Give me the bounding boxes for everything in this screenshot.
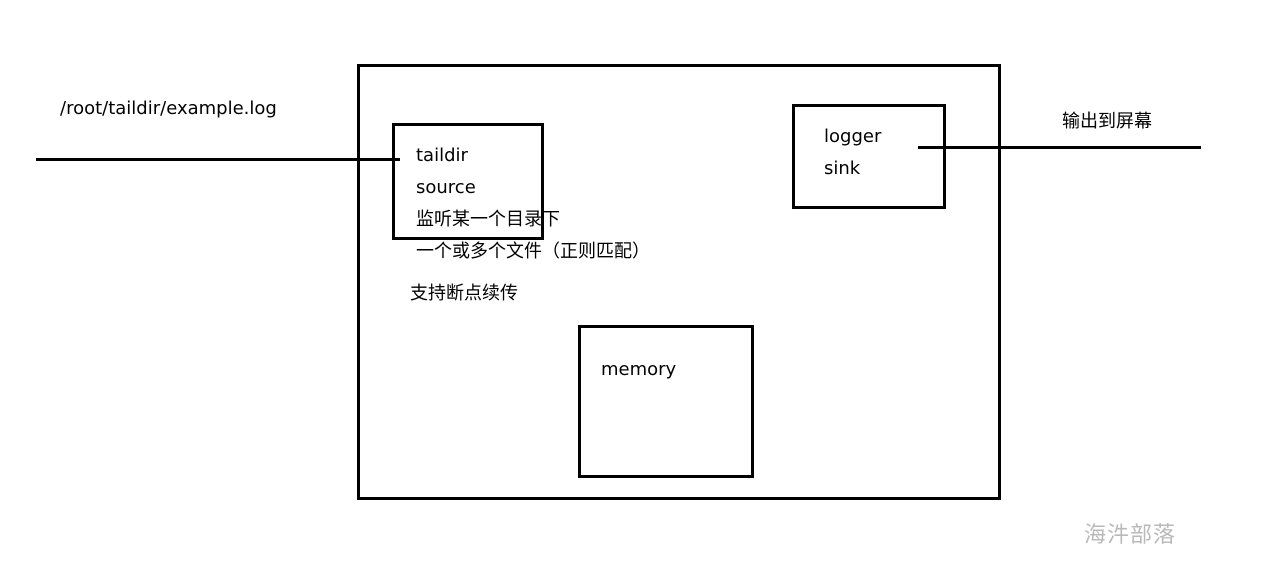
source-type-label: source: [416, 177, 476, 198]
input-path-label: /root/taildir/example.log: [60, 98, 277, 119]
source-note-files: 一个或多个文件（正则匹配）: [416, 241, 650, 262]
output-connector-line: [918, 146, 1201, 149]
source-box: [392, 123, 544, 240]
output-label: 输出到屏幕: [1062, 111, 1152, 132]
source-note-resume: 支持断点续传: [410, 283, 518, 304]
source-note-directory: 监听某一个目录下: [416, 209, 560, 230]
agent-box: [357, 64, 1001, 500]
channel-label: memory: [601, 359, 677, 380]
sink-name-label: logger: [824, 126, 882, 147]
sink-box: [792, 104, 946, 209]
input-connector-line: [36, 158, 400, 161]
source-name-label: taildir: [416, 145, 468, 166]
sink-type-label: sink: [824, 158, 861, 179]
watermark: 海汼部落: [1084, 523, 1177, 548]
channel-box: [578, 325, 754, 478]
